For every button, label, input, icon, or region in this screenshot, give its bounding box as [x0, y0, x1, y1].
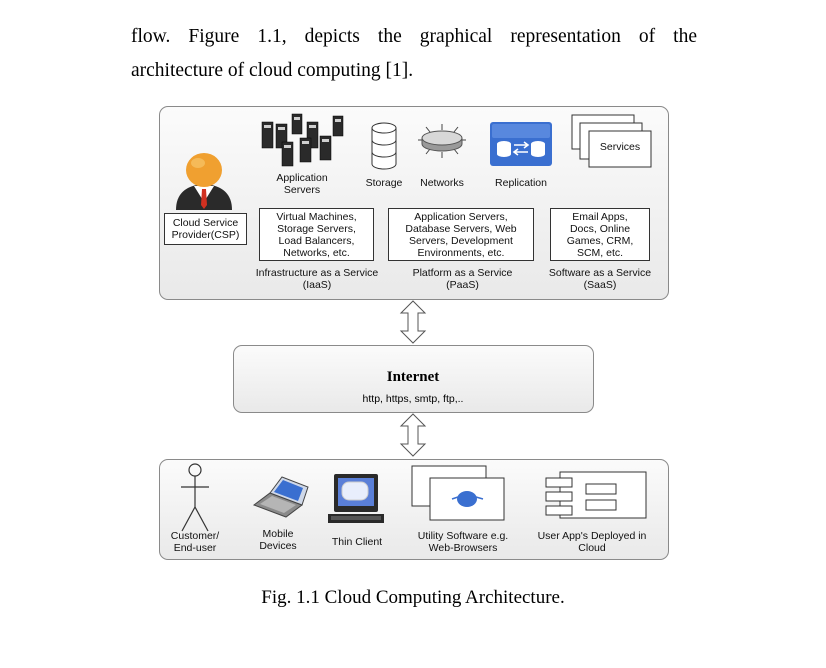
storage-icon: [371, 122, 397, 170]
csp-label: Cloud Service Provider(CSP): [164, 213, 247, 245]
saas-box: Email Apps, Docs, Online Games, CRM, SCM…: [550, 208, 650, 261]
paragraph-line-2: architecture of cloud computing [1].: [131, 60, 414, 81]
paragraph-line-1: flow. Figure 1.1, depicts the graphical …: [131, 26, 697, 47]
cloud-app-component-icon: [545, 471, 647, 519]
thin-client-label: Thin Client: [331, 536, 383, 548]
application-servers-icon: [261, 113, 344, 167]
services-icon: [571, 114, 652, 168]
services-label: Services: [599, 141, 641, 153]
body-paragraph: flow. Figure 1.1, depicts the graphical …: [131, 20, 697, 88]
bidirectional-arrow-icon: [399, 300, 427, 344]
paas-box: Application Servers, Database Servers, W…: [388, 208, 534, 261]
mobile-device-icon: [252, 476, 309, 518]
user-apps-label: User App's Deployed in Cloud: [537, 530, 647, 554]
networks-label: Networks: [420, 177, 464, 189]
internet-title: Internet: [386, 369, 440, 385]
internet-protocols: http, https, smtp, ftp,..: [362, 393, 464, 405]
internet-panel: [233, 345, 594, 413]
bidirectional-arrow-icon: [399, 413, 427, 457]
figure-caption: Fig. 1.1 Cloud Computing Architecture.: [261, 587, 565, 608]
iaas-label: Infrastructure as a Service (IaaS): [255, 267, 379, 291]
replication-label: Replication: [495, 177, 547, 189]
paas-label: Platform as a Service (PaaS): [412, 267, 513, 291]
customer-label: Customer/ End-user: [170, 530, 220, 554]
web-browser-icon: [411, 465, 505, 521]
networks-icon: [418, 124, 466, 158]
mobile-devices-label: Mobile Devices: [259, 528, 297, 552]
storage-label: Storage: [365, 177, 403, 189]
saas-label: Software as a Service (SaaS): [548, 267, 652, 291]
iaas-box: Virtual Machines, Storage Servers, Load …: [259, 208, 374, 261]
thin-client-icon: [328, 474, 384, 523]
application-servers-label: Application Servers: [276, 172, 328, 196]
replication-icon: [490, 122, 552, 166]
cloud-service-provider-icon: [176, 153, 232, 210]
utility-software-label: Utility Software e.g. Web-Browsers: [417, 530, 509, 554]
customer-icon: [181, 463, 209, 532]
